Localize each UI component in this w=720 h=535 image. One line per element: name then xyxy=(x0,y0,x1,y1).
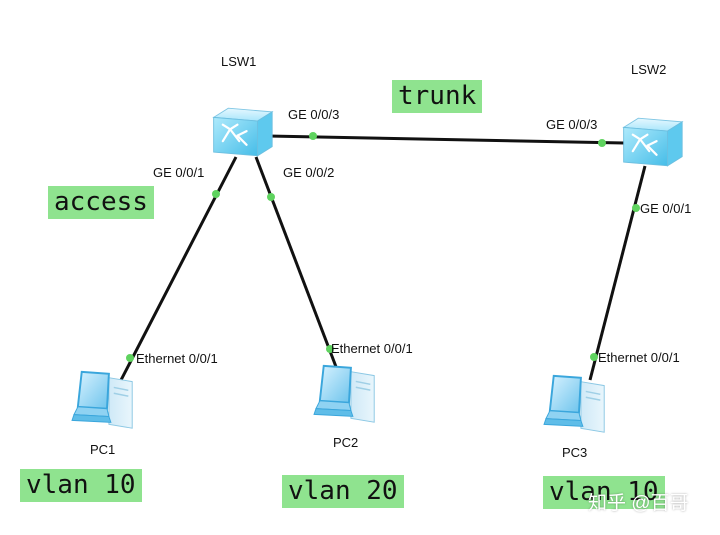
port-dot-lsw2-ge003 xyxy=(598,139,606,147)
port-dot-pc3-eth xyxy=(590,353,598,361)
lsw2-switch-icon[interactable] xyxy=(622,117,684,167)
vlan-tag-pc2: vlan 20 xyxy=(282,475,404,508)
port-dot-lsw1-ge001 xyxy=(212,190,220,198)
pc3-computer-icon[interactable] xyxy=(543,374,606,434)
port-label-pc3-eth: Ethernet 0/0/1 xyxy=(598,350,680,365)
port-dot-lsw1-ge003 xyxy=(309,132,317,140)
vlan-tag-pc1: vlan 10 xyxy=(20,469,142,502)
port-label-pc2-eth: Ethernet 0/0/1 xyxy=(331,341,413,356)
port-label-lsw1-ge003: GE 0/0/3 xyxy=(288,107,340,122)
port-label-pc1-eth: Ethernet 0/0/1 xyxy=(136,351,218,366)
link-lsw1-lsw2 xyxy=(267,134,625,145)
port-dot-pc1-eth xyxy=(126,354,134,362)
lsw1-label: LSW1 xyxy=(221,54,257,69)
vlan-tag-pc3: vlan 10 xyxy=(543,476,665,509)
trunk-mode-tag: trunk xyxy=(392,80,483,113)
port-label-lsw2-ge003: GE 0/0/3 xyxy=(546,117,598,132)
port-dot-lsw2-ge001 xyxy=(632,204,640,212)
port-dots xyxy=(126,132,640,362)
watermark-text: 知乎 @百哥 xyxy=(588,493,689,514)
pc2-computer-icon[interactable] xyxy=(313,364,376,424)
port-label-lsw1-ge002: GE 0/0/2 xyxy=(283,165,335,180)
port-dot-lsw1-ge002 xyxy=(267,193,275,201)
pc3-label: PC3 xyxy=(562,445,588,460)
access-mode-tag: access xyxy=(48,186,154,219)
pc2-label: PC2 xyxy=(333,435,359,450)
link-lsw1-pc2 xyxy=(254,156,340,373)
port-label-lsw1-ge001: GE 0/0/1 xyxy=(153,165,205,180)
pc1-label: PC1 xyxy=(90,442,116,457)
lsw2-label: LSW2 xyxy=(631,62,667,77)
lsw1-switch-icon[interactable] xyxy=(212,106,274,158)
port-dot-pc2-eth xyxy=(326,345,334,353)
port-label-lsw2-ge001: GE 0/0/1 xyxy=(640,201,692,216)
pc1-computer-icon[interactable] xyxy=(71,370,134,430)
link-lsw2-pc3 xyxy=(588,165,647,381)
